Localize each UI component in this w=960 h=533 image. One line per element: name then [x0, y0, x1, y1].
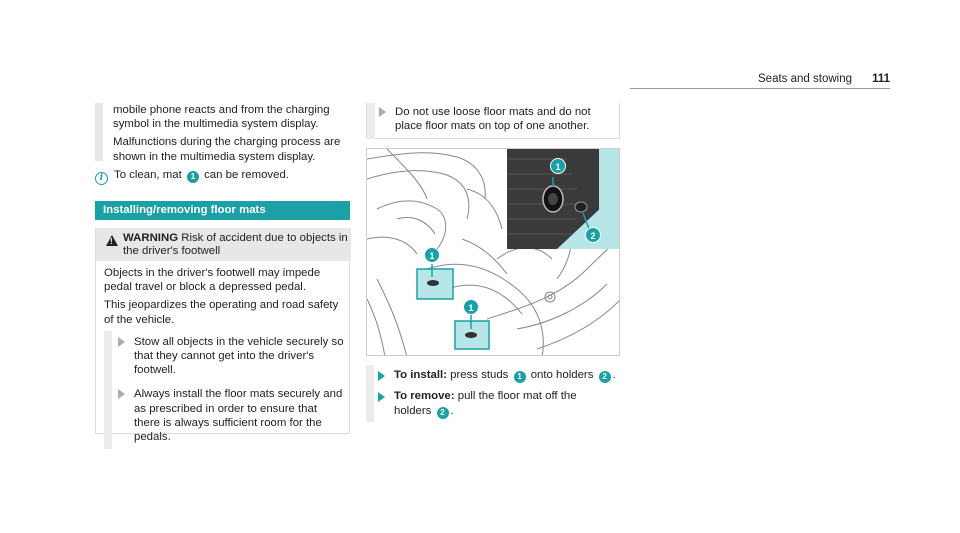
- section-title: Seats and stowing: [758, 73, 852, 85]
- info-prefix: To clean, mat: [114, 169, 182, 181]
- step-arrow-icon: [378, 371, 385, 381]
- step-bar: [104, 383, 112, 450]
- warning-title-text: Risk of accident due to objects in the d…: [123, 232, 348, 257]
- remove-end: .: [450, 405, 454, 417]
- floor-mat-drawing: [367, 149, 619, 355]
- install-step: To install: press studs 1 onto holders 2…: [366, 365, 620, 387]
- info-suffix: can be removed.: [204, 169, 289, 181]
- install-text-a: press studs: [450, 369, 509, 381]
- step-arrow-icon: [118, 389, 125, 400]
- floor-mat-illustration: 1 2 1 1: [366, 148, 620, 356]
- install-text-b: onto holders: [530, 369, 594, 381]
- page-header: Seats and stowing 111: [630, 73, 890, 89]
- step-bar: [366, 365, 374, 387]
- remove-label: To remove:: [394, 390, 455, 402]
- info-note: i To clean, mat 1 can be removed.: [95, 168, 350, 185]
- figure-callout-stud-bottom: 1: [463, 299, 479, 315]
- warning-header: ! WARNING Risk of accident due to object…: [96, 228, 351, 261]
- figure-callout-stud-left: 1: [424, 247, 440, 263]
- warning-body-2: This jeopardizes the operating and road …: [104, 299, 339, 326]
- install-badge-holder: 2: [598, 371, 611, 383]
- step-bar: [104, 330, 112, 383]
- figure-callout-holder: 2: [585, 227, 601, 243]
- note-box: Do not use loose floor mats and do not p…: [366, 103, 620, 139]
- install-text: To install: press studs 1 onto holders 2…: [394, 368, 616, 383]
- step-arrow-icon: [118, 336, 125, 347]
- warning-step-1-text: Stow all objects in the vehicle securely…: [134, 335, 344, 377]
- install-badge-stud: 1: [513, 371, 526, 383]
- warning-box: ! WARNING Risk of accident due to object…: [95, 228, 351, 450]
- step-bar: [366, 386, 374, 422]
- install-end: .: [612, 369, 616, 381]
- warning-step-2: Always install the floor mats securely a…: [104, 383, 346, 450]
- section-heading: Installing/removing floor mats: [95, 201, 350, 220]
- warning-label: WARNING: [123, 232, 179, 244]
- remove-text: To remove: pull the floor mat off the ho…: [394, 389, 616, 419]
- remove-step: To remove: pull the floor mat off the ho…: [366, 386, 620, 422]
- remove-badge-holder: 2: [436, 407, 449, 419]
- warning-title: WARNING Risk of accident due to objects …: [123, 232, 348, 258]
- continued-text: mobile phone reacts and from the chargin…: [95, 103, 350, 164]
- info-icon: i: [95, 172, 108, 185]
- figure-callout-stud-top: 1: [550, 158, 566, 174]
- install-label: To install:: [394, 369, 447, 381]
- continued-para-1: mobile phone reacts and from the chargin…: [113, 104, 330, 131]
- step-arrow-icon: [379, 107, 386, 117]
- warning-body-1: Objects in the driver's footwell may imp…: [104, 267, 321, 294]
- callout-badge: 1: [186, 171, 199, 183]
- page-number: 111: [872, 73, 890, 85]
- continued-para-2: Malfunctions during the charging process…: [113, 136, 341, 163]
- warning-icon: !: [106, 235, 118, 246]
- step-bar: [367, 103, 375, 139]
- note-text: Do not use loose floor mats and do not p…: [395, 106, 591, 133]
- warning-step-2-text: Always install the floor mats securely a…: [134, 388, 343, 444]
- warning-step-1: Stow all objects in the vehicle securely…: [104, 330, 346, 383]
- continued-bar: [95, 103, 103, 161]
- remove-text-a: pull the floor mat off the holders: [394, 390, 577, 417]
- step-arrow-icon: [378, 392, 385, 402]
- warning-body: Objects in the driver's footwell may imp…: [104, 266, 346, 450]
